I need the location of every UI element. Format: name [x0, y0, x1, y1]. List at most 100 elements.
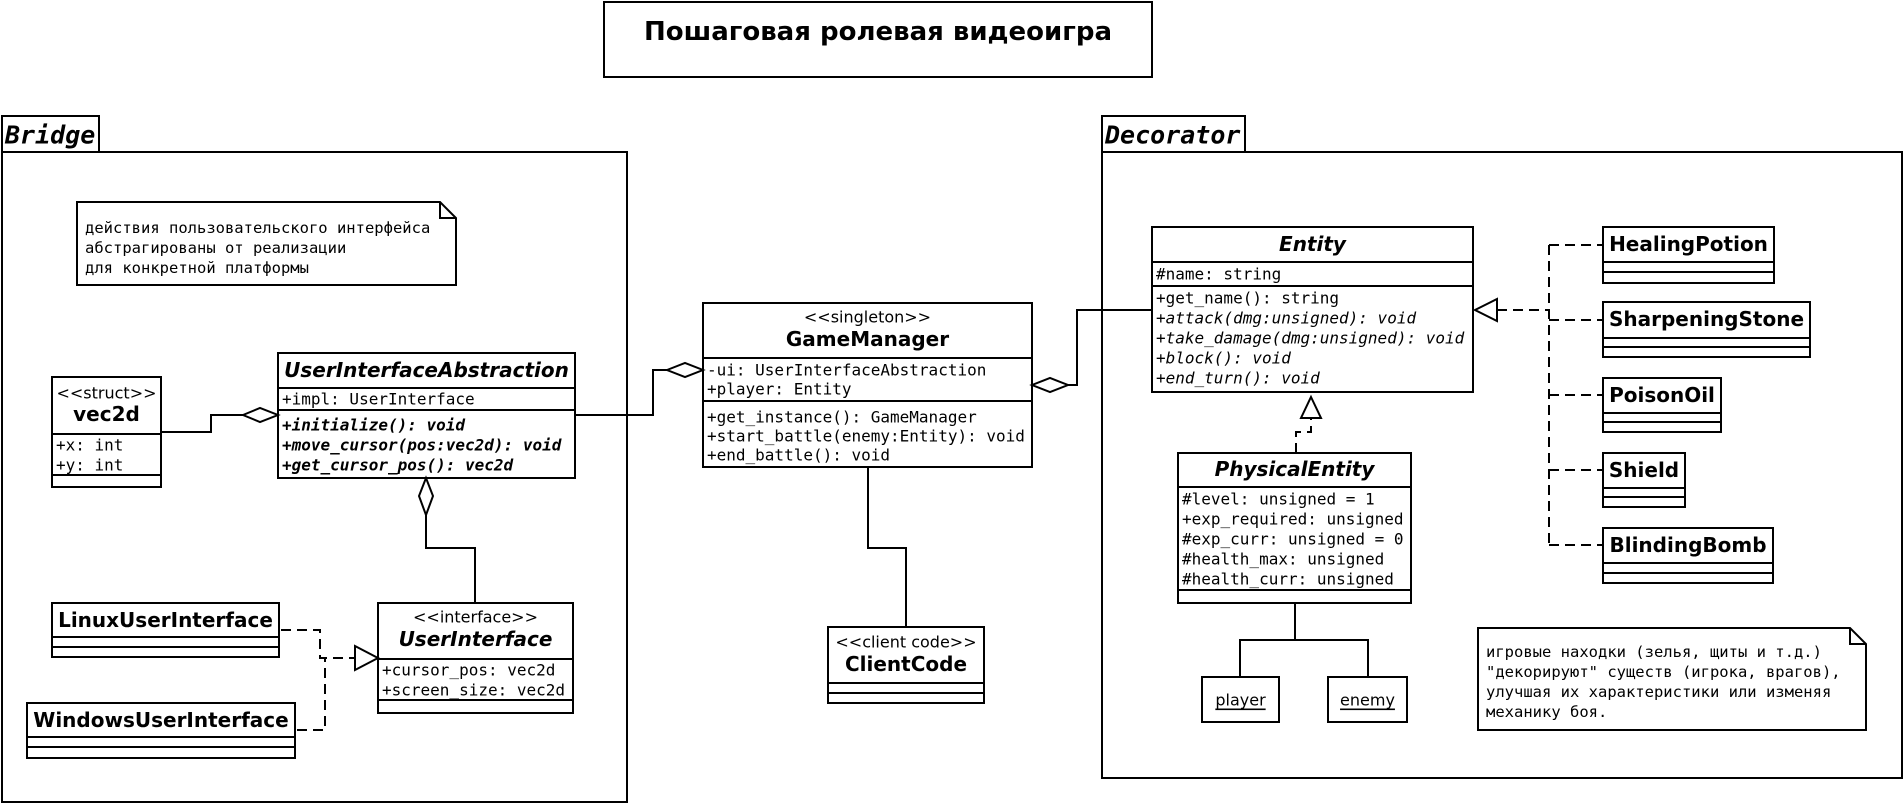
class-client-code-stereotype: <<client code>>: [835, 633, 976, 652]
class-vec2d-name: vec2d: [73, 402, 140, 426]
class-vec2d-frame: [51, 376, 162, 488]
aggregation-diamond: [417, 475, 435, 518]
class-uia-attribute: +impl: UserInterface: [282, 390, 475, 409]
class-entity-frame: [1151, 226, 1474, 393]
class-entity-method: +get_name(): string: [1156, 289, 1339, 308]
class-ui-attribute: +screen_size: vec2d: [382, 681, 565, 700]
realization-to-user-interface: [281, 629, 381, 731]
class-sharpening-stone-name: SharpeningStone: [1609, 307, 1804, 331]
instance-link-branches: [1239, 639, 1369, 677]
class-vec2d-stereotype: <<struct>>: [56, 384, 156, 403]
package-decorator-label: Decorator: [1104, 121, 1240, 150]
class-pe-attribute: #health_curr: unsigned: [1182, 570, 1394, 589]
class-gm-method: +end_battle(): void: [707, 446, 890, 465]
class-user-interface: <<interface>> UserInterface +cursor_pos:…: [377, 602, 574, 714]
class-client-code: <<client code>> ClientCode: [827, 626, 985, 704]
note-bridge-frame: [76, 201, 457, 286]
class-entity-method: +end_turn(): void: [1156, 369, 1320, 388]
class-pe-attribute: #health_max: unsigned: [1182, 550, 1384, 569]
object-player: player: [1201, 676, 1280, 723]
class-user-interface-abstraction: UserInterfaceAbstraction +impl: UserInte…: [277, 352, 576, 479]
note-bridge-line: для конкретной платформы: [85, 259, 309, 277]
class-pe-attribute: #exp_curr: unsigned = 0: [1182, 530, 1404, 549]
realization-triangle: [354, 644, 381, 672]
class-sharpening-stone: SharpeningStone: [1602, 301, 1811, 358]
class-windows-ui-name: WindowsUserInterface: [33, 708, 288, 732]
class-client-code-name: ClientCode: [845, 652, 967, 676]
class-healing-potion-frame: [1602, 226, 1775, 284]
class-healing-potion: HealingPotion: [1602, 226, 1775, 284]
class-entity: Entity #name: string +get_name(): string…: [1151, 226, 1474, 393]
class-entity-attribute: #name: string: [1156, 265, 1281, 284]
class-entity-method: +block(): void: [1156, 349, 1291, 368]
class-ui-stereotype: <<interface>>: [413, 608, 538, 627]
aggregation-ui-to-uia: [417, 475, 476, 603]
realization-line-linux: [281, 629, 355, 659]
class-healing-potion-name: HealingPotion: [1609, 232, 1768, 256]
class-physical-entity: PhysicalEntity #level: unsigned = 1 +exp…: [1177, 452, 1412, 604]
class-game-manager: <<singleton>> GameManager -ui: UserInter…: [702, 302, 1033, 468]
class-pe-attribute: +exp_required: unsigned: [1182, 510, 1404, 529]
class-shield-name: Shield: [1609, 458, 1679, 482]
class-ui-name: UserInterface: [399, 627, 553, 651]
note-decorator-line: "декорируют" существ (игрока, врагов),: [1486, 663, 1841, 681]
class-entity-method: +take_damage(dmg:unsigned): void: [1156, 329, 1465, 348]
class-entity-name: Entity: [1279, 232, 1347, 256]
object-player-name: player: [1215, 691, 1266, 710]
class-uia-method: +move_cursor(pos:vec2d): void: [282, 436, 562, 455]
aggregation-vec2d-to-uia: [161, 406, 281, 433]
object-player-frame: [1201, 676, 1280, 723]
title-frame: [603, 1, 1153, 78]
class-gm-frame: [702, 302, 1033, 468]
note-decorator-fold: [1849, 628, 1866, 645]
aggregation-diamond: [664, 361, 706, 379]
package-decorator-tab: [1101, 115, 1246, 153]
aggregation-line: [1068, 309, 1152, 386]
class-uia-name: UserInterfaceAbstraction: [284, 358, 569, 382]
aggregation-line: [425, 515, 476, 603]
class-windows-ui-frame: [26, 702, 296, 759]
class-windows-user-interface: WindowsUserInterface: [26, 702, 296, 759]
aggregation-entity-to-gm: [1029, 309, 1152, 394]
class-uia-frame: [277, 352, 576, 479]
class-vec2d: <<struct>> vec2d +x: int +y: int: [51, 376, 162, 488]
class-uia-method: +initialize(): void: [282, 416, 465, 435]
instances-links: [1239, 603, 1369, 677]
class-entity-method: +attack(dmg:unsigned): void: [1156, 309, 1416, 328]
aggregation-uia-to-gm: [575, 361, 706, 416]
object-enemy: enemy: [1327, 676, 1408, 723]
aggregation-line: [161, 414, 243, 433]
class-uia-method: +get_cursor_pos(): vec2d: [282, 456, 514, 475]
class-blinding-bomb: BlindingBomb: [1602, 527, 1774, 584]
aggregation-diamond: [240, 406, 281, 424]
class-ui-attribute: +cursor_pos: vec2d: [382, 661, 555, 680]
class-gm-name: GameManager: [786, 327, 949, 351]
aggregation-diamond: [1029, 376, 1071, 394]
note-bridge-line: абстрагированы от реализации: [85, 239, 346, 257]
note-decorator-line: игровые находки (зелья, щиты и т.д.): [1486, 643, 1822, 661]
class-gm-method: +get_instance(): GameManager: [707, 408, 977, 427]
class-linux-user-interface: LinuxUserInterface: [51, 602, 280, 658]
object-enemy-name: enemy: [1340, 691, 1395, 710]
realization-pe-to-entity: [1295, 394, 1323, 453]
diagram-title-box: Пошаговая ролевая видеоигра: [603, 1, 1153, 78]
note-bridge: действия пользовательского интерфейса аб…: [76, 201, 457, 286]
class-gm-method: +start_battle(enemy:Entity): void: [707, 427, 1025, 446]
class-client-code-frame: [827, 626, 985, 704]
note-decorator-line: улучшая их характеристики или изменяя: [1486, 683, 1831, 701]
class-pe-name: PhysicalEntity: [1215, 457, 1376, 481]
diagram-title: Пошаговая ролевая видеоигра: [644, 17, 1112, 47]
note-bridge-fold: [439, 202, 456, 219]
class-gm-attribute: -ui: UserInterfaceAbstraction: [707, 361, 986, 380]
note-decorator: игровые находки (зелья, щиты и т.д.) "де…: [1477, 627, 1867, 731]
note-decorator-frame: [1477, 627, 1867, 731]
class-shield: Shield: [1602, 452, 1686, 508]
class-pe-attribute: #level: unsigned = 1: [1182, 490, 1375, 509]
realization-triangle: [1472, 297, 1498, 323]
aggregation-line: [575, 369, 667, 416]
class-linux-ui-name: LinuxUserInterface: [58, 608, 273, 632]
class-gm-stereotype: <<singleton>>: [804, 308, 931, 327]
realization-line-windows: [297, 658, 326, 731]
package-bridge-label: Bridge: [4, 121, 95, 150]
